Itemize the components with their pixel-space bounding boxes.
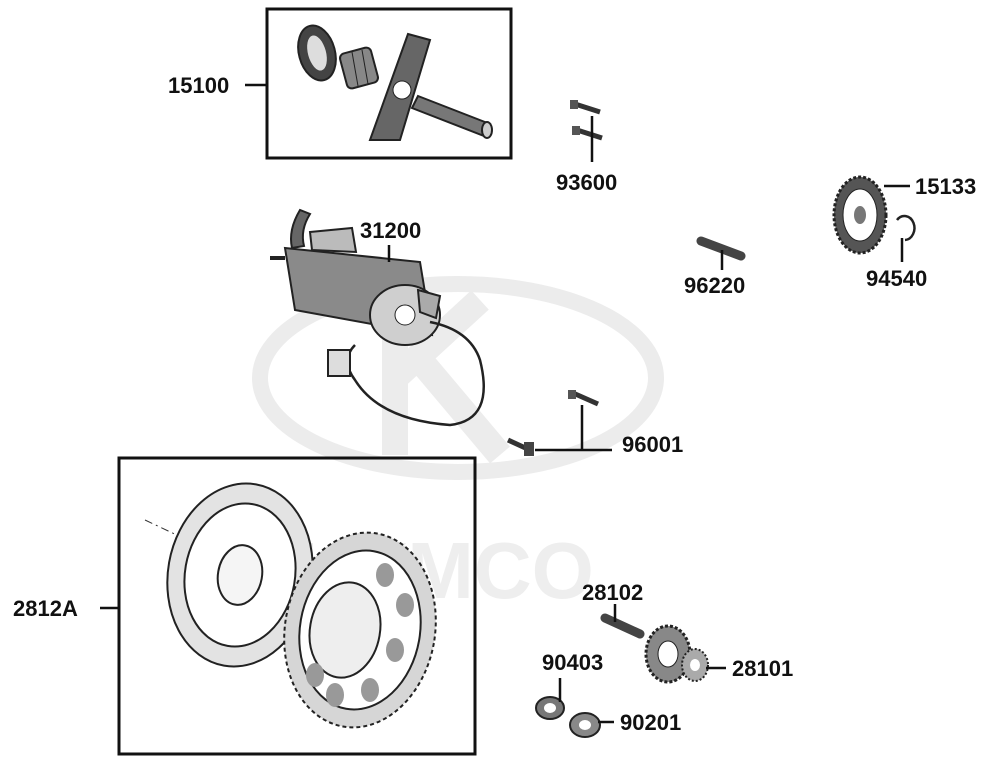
flywheel-clutch-drawing [144,482,437,729]
callout-gear-15133[interactable]: 15133 [915,174,976,199]
callout-bolt-pair[interactable]: 93600 [556,170,617,195]
starter-clutch-kit-parts [297,24,493,141]
idle-shaft-drawing [600,613,645,639]
callout-starter-clutch-kit[interactable]: 15100 [168,73,229,98]
callout-starter-motor[interactable]: 31200 [360,218,421,243]
gear-15133-drawing [832,175,888,255]
starter-clutch-kit-box [265,7,513,160]
nut-drawing [569,712,601,738]
callout-idle-gear[interactable]: 28101 [732,656,793,681]
callout-flange-bolts[interactable]: 96001 [622,432,683,457]
washer-drawing [535,696,565,720]
flange-bolts-drawing [506,390,600,456]
callout-shaft-pin[interactable]: 96220 [684,273,745,298]
callout-circlip[interactable]: 94540 [866,266,927,291]
callout-washer[interactable]: 90403 [542,650,603,675]
flywheel-box [117,456,477,756]
circlip-drawing [896,214,916,242]
starter-motor-drawing [270,208,485,427]
callout-idle-shaft[interactable]: 28102 [582,580,643,605]
callout-flywheel-clutch[interactable]: 2812A [13,596,78,621]
idle-gear-drawing [644,624,709,684]
bolt-pair-drawing [570,100,603,141]
callout-nut[interactable]: 90201 [620,710,681,735]
shaft-pin-drawing [696,236,746,261]
